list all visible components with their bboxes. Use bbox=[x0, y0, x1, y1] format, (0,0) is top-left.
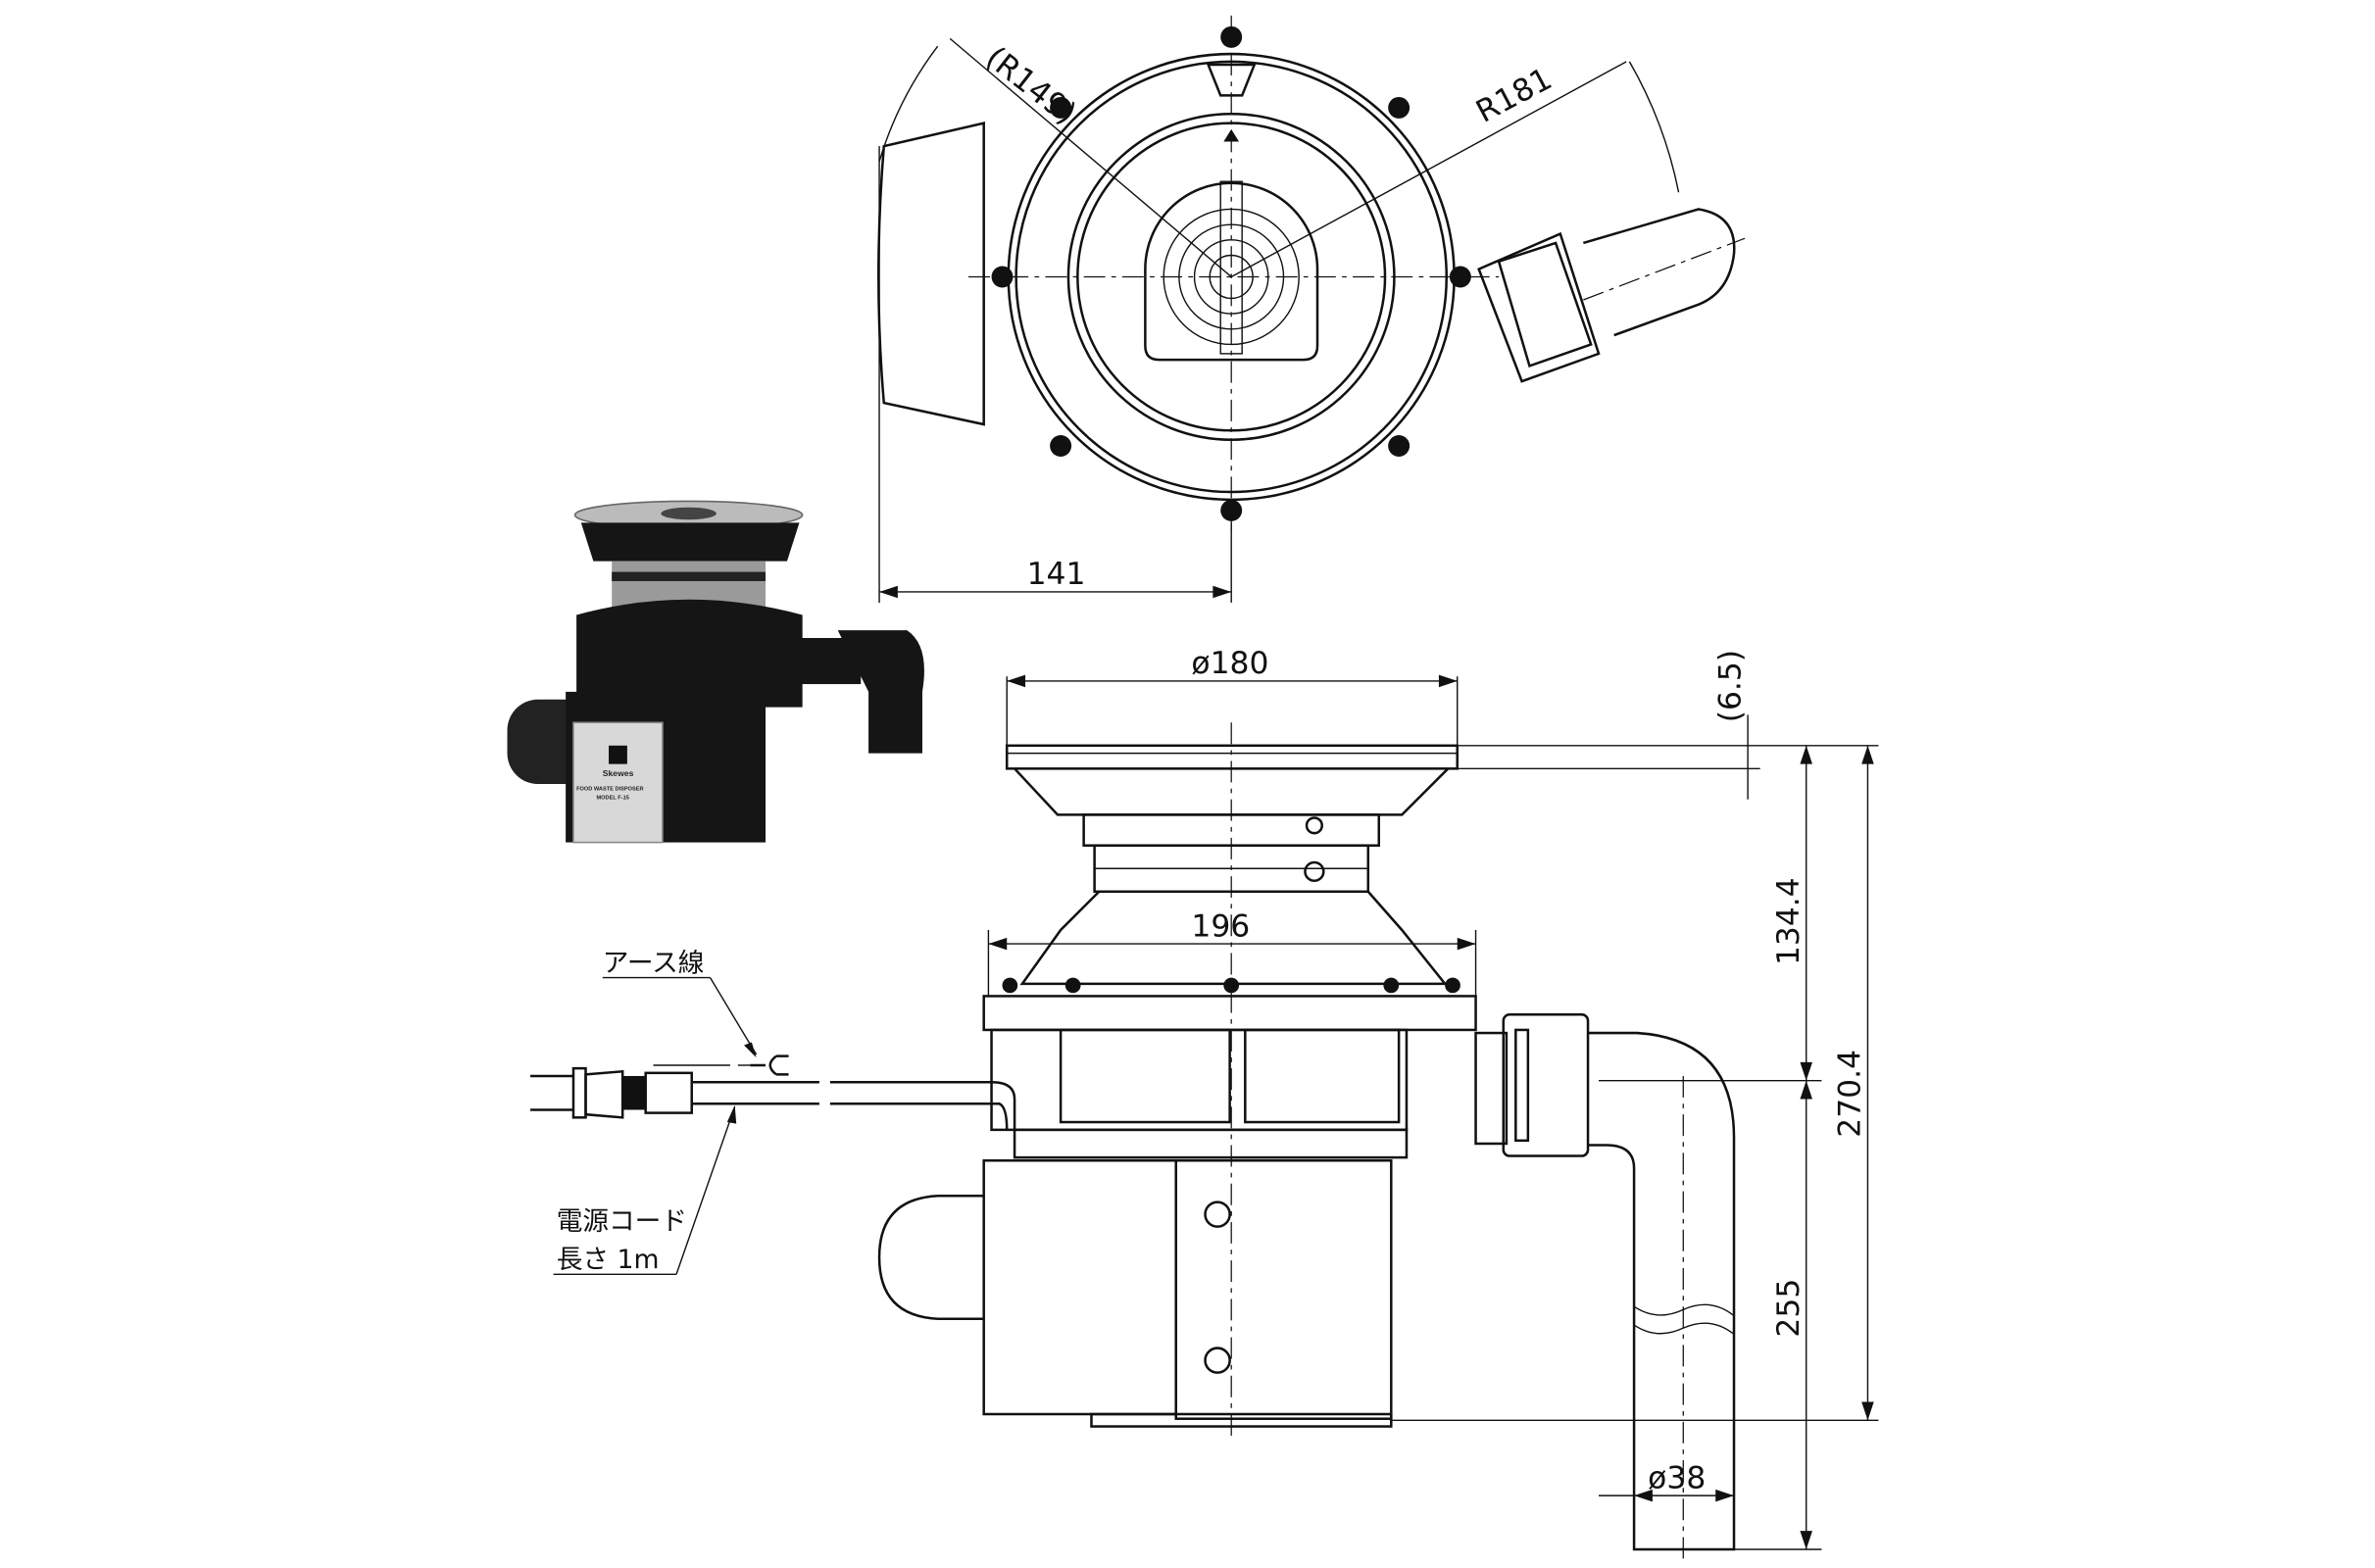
housing-bolts bbox=[991, 25, 1471, 521]
hopper-flange bbox=[982, 995, 1477, 1032]
flange-diameter-label: ø180 bbox=[1191, 646, 1268, 681]
width-141-label: 141 bbox=[1027, 557, 1086, 592]
drop-255-label: 255 bbox=[1771, 1279, 1806, 1338]
total-height-label: 270.4 bbox=[1833, 1050, 1868, 1138]
power-cord-label: 電源コード bbox=[557, 1206, 687, 1237]
motor-cover bbox=[877, 1195, 984, 1321]
radius-outer-label: (R149) bbox=[979, 40, 1083, 132]
motor-box bbox=[982, 1158, 1177, 1416]
height-134-label: 134.4 bbox=[1771, 877, 1806, 965]
body-width-label: 196 bbox=[1191, 908, 1250, 944]
grinder-opening bbox=[1144, 181, 1319, 362]
cord-length-label: 長さ 1m bbox=[557, 1245, 660, 1275]
svg-text:MODEL F-15: MODEL F-15 bbox=[596, 796, 628, 802]
outlet-pipe-top bbox=[1477, 208, 1736, 383]
earth-wire-label: アース線 bbox=[603, 948, 705, 978]
outlet-diameter-label: ø38 bbox=[1648, 1460, 1706, 1495]
product-photo: Skewes FOOD WASTE DISPOSER MODEL F-15 bbox=[507, 500, 924, 844]
radius-pipe-label: R181 bbox=[1470, 62, 1558, 130]
front-view: ø180 (6.5) 196 134.4 270.4 255 ø38 bbox=[877, 646, 1879, 1560]
flange-thickness-label: (6.5) bbox=[1712, 650, 1748, 722]
f-mark bbox=[1206, 63, 1257, 97]
grinder-can bbox=[1174, 1158, 1393, 1420]
product-label-plate bbox=[572, 721, 664, 844]
motor-box-top bbox=[877, 122, 985, 426]
r149-arc bbox=[878, 45, 939, 163]
svg-text:Skewes: Skewes bbox=[603, 768, 634, 778]
svg-text:FOOD WASTE DISPOSER: FOOD WASTE DISPOSER bbox=[576, 786, 643, 792]
top-view: (R149) R181 141 bbox=[877, 15, 1746, 603]
sink-flange bbox=[1005, 744, 1459, 770]
power-cord: アース線 電源コード 長さ 1m bbox=[530, 948, 1016, 1275]
